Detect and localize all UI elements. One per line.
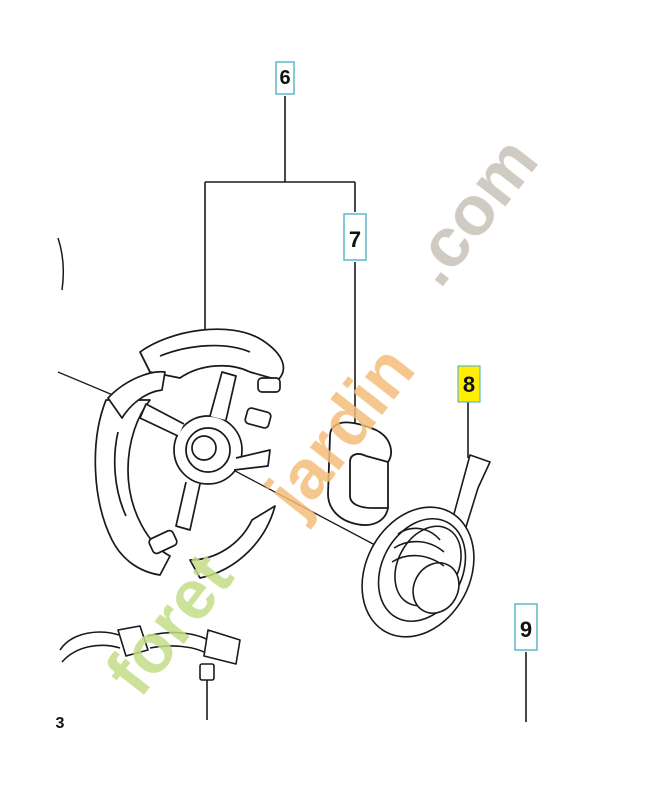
callout-9-label: 9 (520, 617, 532, 642)
retaining-clip (327, 421, 392, 526)
callout-8: 8 (457, 365, 481, 403)
callout-3-partial: 3 (56, 715, 65, 732)
leader-lines (204, 96, 527, 722)
clutch-assembly (94, 328, 285, 579)
housing-edge-fragment (57, 237, 65, 291)
callout-6-label: 6 (279, 67, 290, 89)
cable-bracket (59, 625, 241, 720)
callout-8-label: 8 (463, 372, 475, 397)
needle-bearing (361, 454, 491, 638)
callout-7: 7 (343, 213, 367, 261)
callout-9: 9 (514, 603, 538, 651)
callout-3-label: 3 (56, 715, 65, 732)
callout-6: 6 (275, 61, 295, 95)
watermark-com: .com (390, 122, 552, 299)
callout-7-label: 7 (349, 227, 361, 252)
